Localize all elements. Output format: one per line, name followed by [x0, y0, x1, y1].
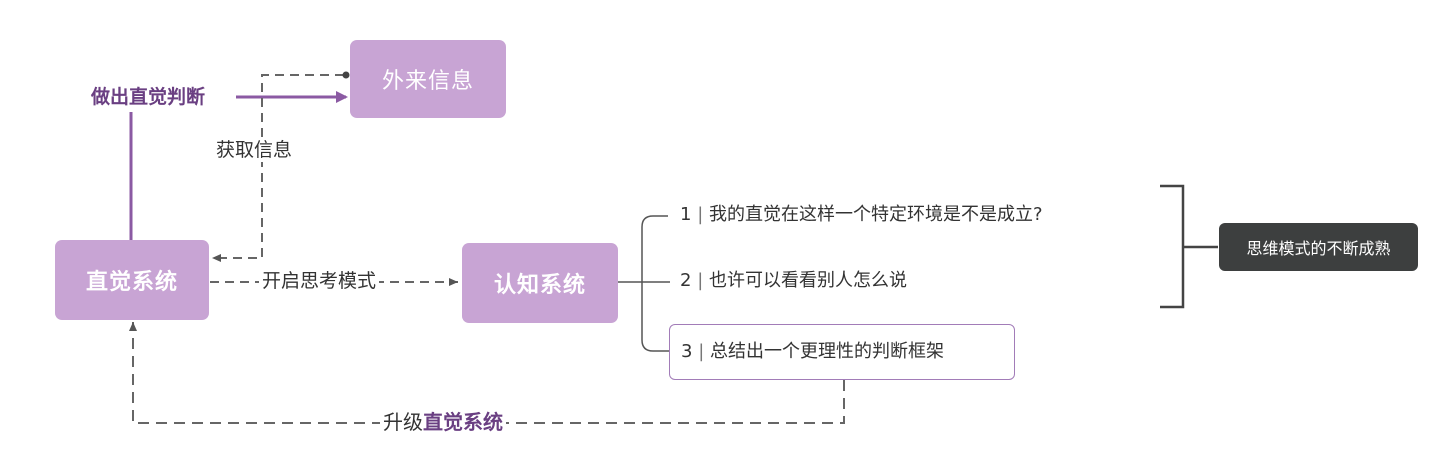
make-judgment-label: 做出直觉判断: [91, 86, 206, 108]
cognitive-branch-curve: [641, 215, 670, 352]
branch-1-separator: |: [697, 204, 704, 225]
branch-3-separator: |: [698, 341, 705, 362]
bracket-shape: [1160, 184, 1185, 309]
branch-3-text: 总结出一个更理性的判断框架: [710, 341, 944, 362]
upgrade-prefix: 升级: [383, 410, 423, 434]
external-info-node: 外来信息: [350, 40, 506, 118]
mature-mode-label: 思维模式的不断成熟: [1246, 239, 1391, 258]
mature-mode-node: 思维模式的不断成熟: [1219, 223, 1418, 271]
intuition-system-label: 直觉系统: [85, 270, 178, 295]
upgrade-label: 升级直觉系统: [380, 412, 506, 432]
get-info-dashed-line: [212, 74, 344, 262]
upgrade-target: 直觉系统: [423, 410, 503, 434]
branch-3-number: 3: [681, 341, 693, 362]
branch-item-1: 1 | 我的直觉在这样一个特定环境是不是成立?: [680, 206, 1043, 224]
cognitive-system-node: 认知系统: [462, 243, 618, 323]
branch-item-2: 2 | 也许可以看看别人怎么说: [680, 272, 907, 290]
get-info-label: 获取信息: [214, 139, 295, 162]
branch-2-number: 2: [680, 270, 692, 291]
branch-1-number: 1: [680, 204, 692, 225]
intuition-system-node: 直觉系统: [55, 240, 209, 320]
get-info-start-dot: [342, 71, 350, 79]
cognitive-system-label: 认知系统: [493, 273, 586, 298]
start-thinking-label: 开启思考模式: [259, 272, 380, 291]
branch-2-separator: |: [697, 270, 704, 291]
external-info-label: 外来信息: [381, 69, 474, 94]
branch-item-3-box: [669, 324, 1015, 380]
branch-2-text: 也许可以看看别人怎么说: [709, 270, 907, 291]
branch-1-text: 我的直觉在这样一个特定环境是不是成立?: [709, 204, 1043, 225]
branch-item-3: 3 | 总结出一个更理性的判断框架: [681, 343, 944, 361]
